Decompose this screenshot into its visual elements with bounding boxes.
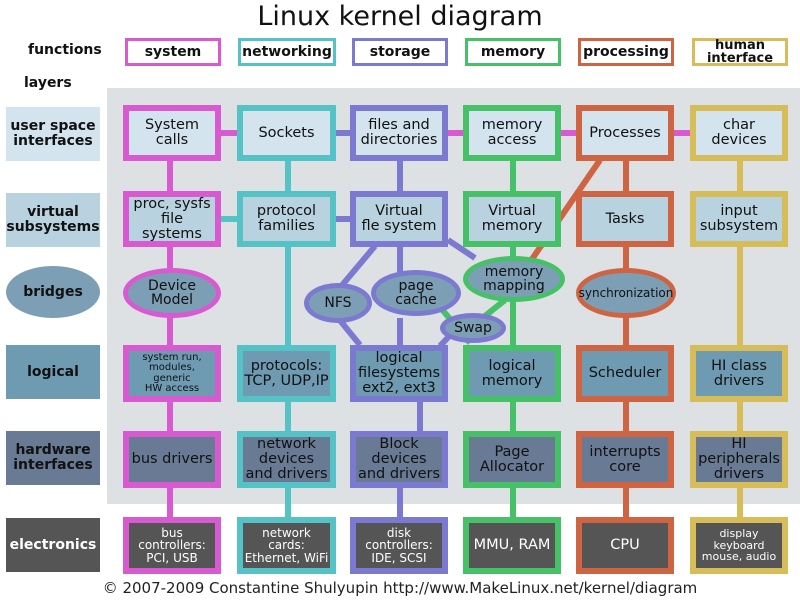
node-bus-controllers: bus controllers: PCI, USB: [123, 517, 221, 574]
node-page-allocator: Page Allocator: [463, 431, 561, 488]
node-disk-controllers: disk controllers: IDE, SCSI: [350, 517, 448, 574]
node-input-subsystem: input subsystem: [690, 191, 788, 247]
node-block-devices: Block devices and drivers: [350, 431, 448, 488]
node-virtual-file-system: Virtual fle system: [350, 191, 448, 247]
function-processing: processing: [578, 38, 674, 66]
node-logical-memory: logical memory: [463, 345, 561, 402]
node-synchronization: synchronization: [576, 268, 676, 318]
layer-bridges: bridges: [6, 266, 100, 318]
node-hi-peripherals: HI peripherals drivers: [690, 431, 788, 488]
node-page-cache: page cache: [371, 270, 461, 316]
node-nfs: NFS: [304, 283, 372, 323]
node-char-devices: char devices: [690, 105, 788, 161]
node-memory-access: memory access: [463, 105, 561, 161]
layer-logical: logical: [6, 345, 100, 399]
layer-user-space: user space interfaces: [6, 107, 100, 161]
node-tasks: Tasks: [576, 191, 674, 247]
node-proc-sysfs: proc, sysfs file systems: [123, 191, 221, 247]
node-memory-mapping: memory mapping: [463, 256, 565, 302]
functions-label: functions: [28, 42, 102, 58]
node-scheduler: Scheduler: [576, 345, 674, 402]
node-cpu: CPU: [576, 517, 674, 574]
function-storage: storage: [352, 38, 448, 66]
function-memory: memory: [465, 38, 561, 66]
node-protocol-families: protocol families: [237, 191, 336, 247]
node-interrupts-core: interrupts core: [576, 431, 674, 488]
node-processes: Processes: [576, 105, 674, 161]
function-networking: networking: [238, 38, 336, 66]
node-network-drivers: network devices and drivers: [237, 431, 336, 488]
function-human-interface: human interface: [692, 38, 788, 66]
node-sockets: Sockets: [237, 105, 336, 161]
function-system: system: [125, 38, 221, 66]
node-display-keyboard: display keyboard mouse, audio: [690, 517, 788, 574]
node-device-model: Device Model: [123, 268, 221, 318]
layer-electronics: electronics: [6, 518, 100, 572]
node-bus-drivers: bus drivers: [123, 431, 221, 488]
diagram-title: Linux kernel diagram: [257, 1, 543, 32]
node-virtual-memory: Virtual memory: [463, 191, 561, 247]
node-mmu-ram: MMU, RAM: [463, 517, 561, 574]
node-hi-class-drivers: HI class drivers: [690, 345, 788, 402]
node-network-cards: network cards: Ethernet, WiFi: [237, 517, 336, 574]
layer-virtual: virtual subsystems: [6, 193, 100, 247]
node-swap: Swap: [440, 313, 506, 343]
node-protocols: protocols: TCP, UDP,IP: [237, 345, 336, 402]
footer-credit: © 2007-2009 Constantine Shulyupin http:/…: [102, 579, 698, 597]
layer-hardware-interfaces: hardware interfaces: [6, 431, 100, 485]
node-system-calls: System calls: [123, 105, 221, 161]
layers-label: layers: [24, 75, 72, 91]
node-files-directories: files and directories: [350, 105, 448, 161]
node-logical-filesystems: logical filesystems ext2, ext3: [350, 345, 448, 402]
node-system-run: system run, modules, generic HW access: [123, 345, 221, 402]
